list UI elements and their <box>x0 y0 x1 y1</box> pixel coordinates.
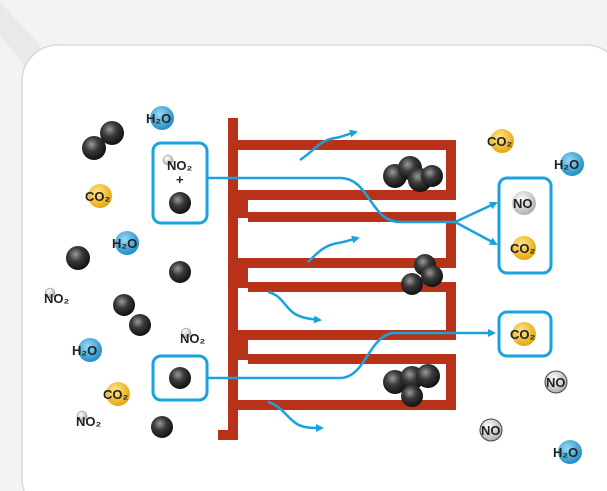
co2-label: CO₂ <box>510 327 536 342</box>
no2-label: NO₂ <box>180 331 206 346</box>
no-label: NO <box>513 196 533 211</box>
no2-label: NO₂ <box>167 158 193 173</box>
output-lower-contents: CO₂ <box>510 322 536 346</box>
filter-channel-walls <box>218 118 456 440</box>
h2o-label: H₂O <box>72 343 97 358</box>
output-box-upper <box>497 176 553 275</box>
co2-label: CO₂ <box>85 189 111 204</box>
flow-arrow <box>307 235 360 263</box>
h2o-label: H₂O <box>112 236 137 251</box>
reaction-upper-contents: NO₂ + <box>162 154 193 214</box>
incoming-soot <box>66 121 191 438</box>
no-label: NO <box>481 423 501 438</box>
no-label: NO <box>546 375 566 390</box>
co2-label: CO₂ <box>510 241 536 256</box>
no2-label: NO₂ <box>76 414 102 429</box>
no2-label: NO₂ <box>44 291 70 306</box>
co2-label: CO₂ <box>103 387 129 402</box>
flow-arrow <box>267 290 322 324</box>
flow-arrow <box>267 400 324 432</box>
output-upper-contents: NO CO₂ <box>510 191 536 260</box>
flow-arrow <box>299 129 358 162</box>
co2-label: CO₂ <box>487 134 513 149</box>
soot-particle <box>169 192 191 214</box>
flow-arrows <box>267 129 360 432</box>
soot-particle <box>169 367 191 389</box>
plus-label: + <box>176 172 184 187</box>
trapped-soot <box>383 156 443 407</box>
reaction-flow-lines <box>208 176 498 380</box>
floating-molecules: H₂O H₂O H₂O CO₂ CO₂ NO₂ NO₂ NO₂ CO₂ H₂O … <box>44 106 584 464</box>
h2o-label: H₂O <box>146 111 171 126</box>
h2o-label: H₂O <box>553 445 578 460</box>
h2o-label: H₂O <box>554 157 579 172</box>
